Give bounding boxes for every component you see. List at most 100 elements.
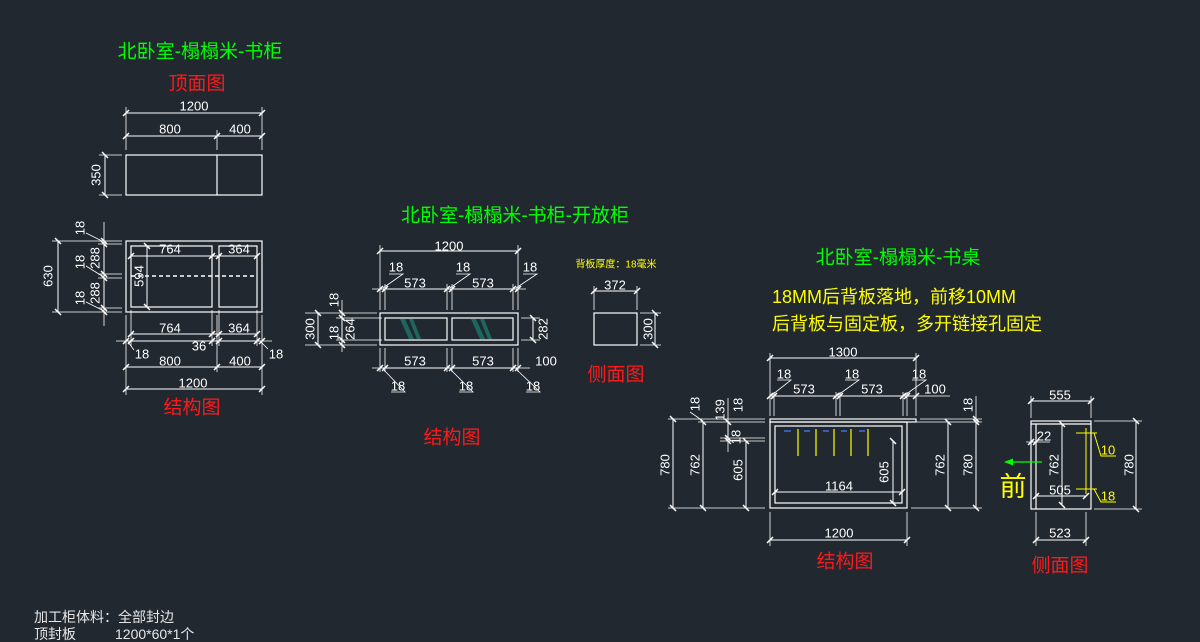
connection-hole-lines bbox=[797, 429, 869, 456]
open-cabinet-title: 北卧室-榻榻米-书柜-开放柜 bbox=[401, 205, 629, 227]
material-notes: 加工柜体料：全部封边 顶封板 1200*60*1个 bbox=[34, 609, 194, 642]
dim-overall-width: 1200 bbox=[179, 376, 208, 391]
dim-lower-space: 288 bbox=[88, 282, 103, 304]
dim-left-inner-width: 573 bbox=[404, 276, 426, 291]
dim-inner-height: 264 bbox=[343, 318, 358, 340]
leader-lines bbox=[689, 379, 928, 422]
dim-right-width: 400 bbox=[229, 354, 251, 369]
right-open-compartment bbox=[451, 317, 514, 341]
dim-inner-height: 594 bbox=[132, 265, 147, 287]
dim-right-inner-width-bottom: 573 bbox=[472, 354, 494, 369]
dim-side-depth: 372 bbox=[604, 278, 626, 293]
dim-left-side-board: 18 bbox=[135, 347, 149, 362]
dim-top-board-right: 18 bbox=[961, 398, 976, 412]
desk-note-2: 后背板与固定板，多开链接孔固定 bbox=[772, 314, 1042, 334]
dim-top-board: 18 bbox=[327, 293, 342, 307]
dim-side-body-height: 762 bbox=[1047, 454, 1062, 476]
top-view-outline bbox=[125, 154, 263, 196]
desk-note-1: 18MM后背板落地，前移10MM bbox=[772, 287, 1016, 307]
dim-left-board: 18 bbox=[777, 367, 791, 382]
dim-right-board-bottom: 18 bbox=[526, 379, 540, 394]
dim-fixing-board-thickness: 18 bbox=[1101, 489, 1115, 504]
dim-middle-board: 18 bbox=[845, 367, 859, 382]
dim-right-inner-width: 573 bbox=[472, 276, 494, 291]
dim-back-offset: 22 bbox=[1037, 429, 1051, 444]
dim-middle-board: 18 bbox=[73, 255, 88, 269]
dim-side-inner-depth: 505 bbox=[1049, 483, 1071, 498]
dim-right-board: 18 bbox=[523, 260, 537, 275]
dim-right-inner-width-bottom: 364 bbox=[228, 321, 250, 336]
dim-left-board-bottom: 18 bbox=[391, 379, 405, 394]
dim-left-board: 18 bbox=[389, 260, 403, 275]
desk-side-view: 555 22 10 762 505 18 780 523 前 侧面图 bbox=[1000, 388, 1142, 577]
side-view-outline bbox=[593, 312, 638, 346]
dim-upper-space: 288 bbox=[88, 247, 103, 269]
dim-side-overall-height: 780 bbox=[1122, 454, 1137, 476]
dim-side-depth: 555 bbox=[1049, 388, 1071, 403]
dim-top-board: 18 bbox=[73, 221, 88, 235]
open-cabinet-structure-view: 1200 18 18 18 573 573 18 300 18 264 282 … bbox=[303, 239, 557, 449]
desk-structure-view: 1300 18 18 18 573 573 100 18 139 18 18 7… bbox=[658, 345, 982, 573]
dim-right-inner-width: 364 bbox=[228, 242, 250, 257]
bookcase-top-view-label: 顶面图 bbox=[168, 74, 225, 95]
bookcase-drawing: 北卧室-榻榻米-书柜 顶面图 1200 800 400 350 bbox=[41, 41, 284, 419]
cabinet-outline bbox=[379, 312, 519, 346]
desk-drawing: 北卧室-榻榻米-书桌 18MM后背板落地，前移10MM 后背板与固定板，多开链接… bbox=[658, 247, 1142, 577]
desk-inner-outline bbox=[774, 425, 903, 504]
dim-inner-width: 1164 bbox=[825, 479, 853, 494]
dim-left-width: 800 bbox=[159, 122, 181, 137]
dim-top-width: 1300 bbox=[829, 345, 858, 360]
dim-depth: 350 bbox=[89, 164, 104, 186]
dim-overall-height: 300 bbox=[303, 318, 318, 340]
dim-overall-width: 1200 bbox=[180, 99, 209, 114]
dim-left-inner-width-bottom: 764 bbox=[159, 321, 181, 336]
dim-left-width: 800 bbox=[159, 354, 181, 369]
dim-right-width: 400 bbox=[229, 122, 251, 137]
open-cabinet-side-view-label: 侧面图 bbox=[587, 364, 644, 386]
dim-middle-board: 18 bbox=[456, 260, 470, 275]
dim-inner-height: 605 bbox=[877, 461, 892, 483]
dim-body-width: 1200 bbox=[825, 526, 854, 541]
bookcase-structure-view: 18 764 364 18 288 594 630 18 288 764 364… bbox=[41, 221, 284, 419]
dim-overall-width: 1200 bbox=[435, 239, 464, 254]
dim-middle-board-bottom: 18 bbox=[459, 379, 473, 394]
panel-hatch bbox=[400, 319, 492, 339]
dim-body-height: 762 bbox=[688, 454, 703, 476]
dim-left-inner-width-bottom: 573 bbox=[404, 354, 426, 369]
open-cabinet-structure-view-label: 结构图 bbox=[423, 427, 480, 449]
dim-body-height-right: 762 bbox=[933, 454, 948, 476]
front-direction-arrow-icon bbox=[1004, 458, 1013, 466]
material-item-spec: 1200*60*1个 bbox=[115, 626, 194, 642]
dim-left-inner-width: 764 bbox=[159, 242, 181, 257]
extension-lines bbox=[593, 286, 661, 346]
bookcase-structure-view-label: 结构图 bbox=[163, 397, 220, 419]
material-item-name: 顶封板 bbox=[34, 626, 76, 642]
dim-back-panel-height: 282 bbox=[536, 318, 551, 340]
dim-right-side-board: 18 bbox=[269, 347, 283, 362]
desk-side-view-label: 侧面图 bbox=[1031, 555, 1088, 577]
dim-right-bay: 573 bbox=[861, 382, 883, 397]
dim-overall-height: 630 bbox=[41, 265, 56, 287]
dim-bottom-board: 18 bbox=[327, 326, 342, 340]
dim-fixing-board: 18 bbox=[731, 398, 746, 412]
dim-front-offset: 10 bbox=[1101, 443, 1115, 458]
extension-lines bbox=[99, 107, 263, 196]
open-cabinet-side-view: 背板厚度：18毫米 372 300 侧面图 bbox=[575, 258, 661, 386]
dim-right-board: 18 bbox=[912, 367, 926, 382]
dim-upper-gap: 139 bbox=[713, 399, 728, 421]
open-cabinet-drawing: 北卧室-榻榻米-书柜-开放柜 1200 18 18 18 573 573 18 … bbox=[303, 205, 661, 449]
fixing-board-markers bbox=[1076, 428, 1116, 503]
dim-top-board-thickness: 18 bbox=[688, 397, 703, 411]
material-note-edge-banding: 加工柜体料：全部封边 bbox=[34, 609, 174, 625]
dim-side-height: 300 bbox=[641, 318, 656, 340]
desk-body-outline bbox=[769, 421, 908, 509]
dim-center-boards: 36 bbox=[192, 339, 206, 354]
leader-lines bbox=[85, 232, 269, 351]
dim-top-overhang: 100 bbox=[924, 382, 946, 397]
extension-lines bbox=[1026, 396, 1142, 546]
desk-title: 北卧室-榻榻米-书桌 bbox=[816, 247, 981, 269]
dim-fixing-board-thickness: 18 bbox=[729, 430, 744, 444]
dim-bottom-board: 18 bbox=[73, 291, 88, 305]
